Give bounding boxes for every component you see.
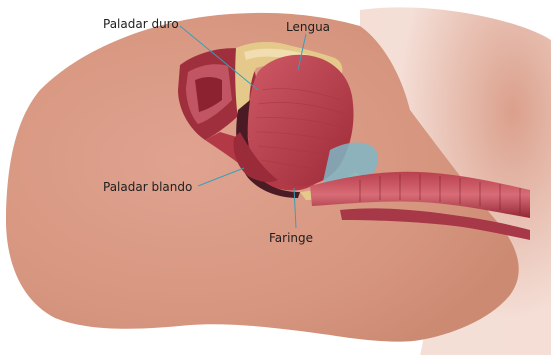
label-paladar-duro: Paladar duro: [103, 17, 179, 31]
label-lengua: Lengua: [286, 20, 330, 34]
label-paladar-blando: Paladar blando: [103, 180, 192, 194]
label-faringe: Faringe: [269, 231, 313, 245]
